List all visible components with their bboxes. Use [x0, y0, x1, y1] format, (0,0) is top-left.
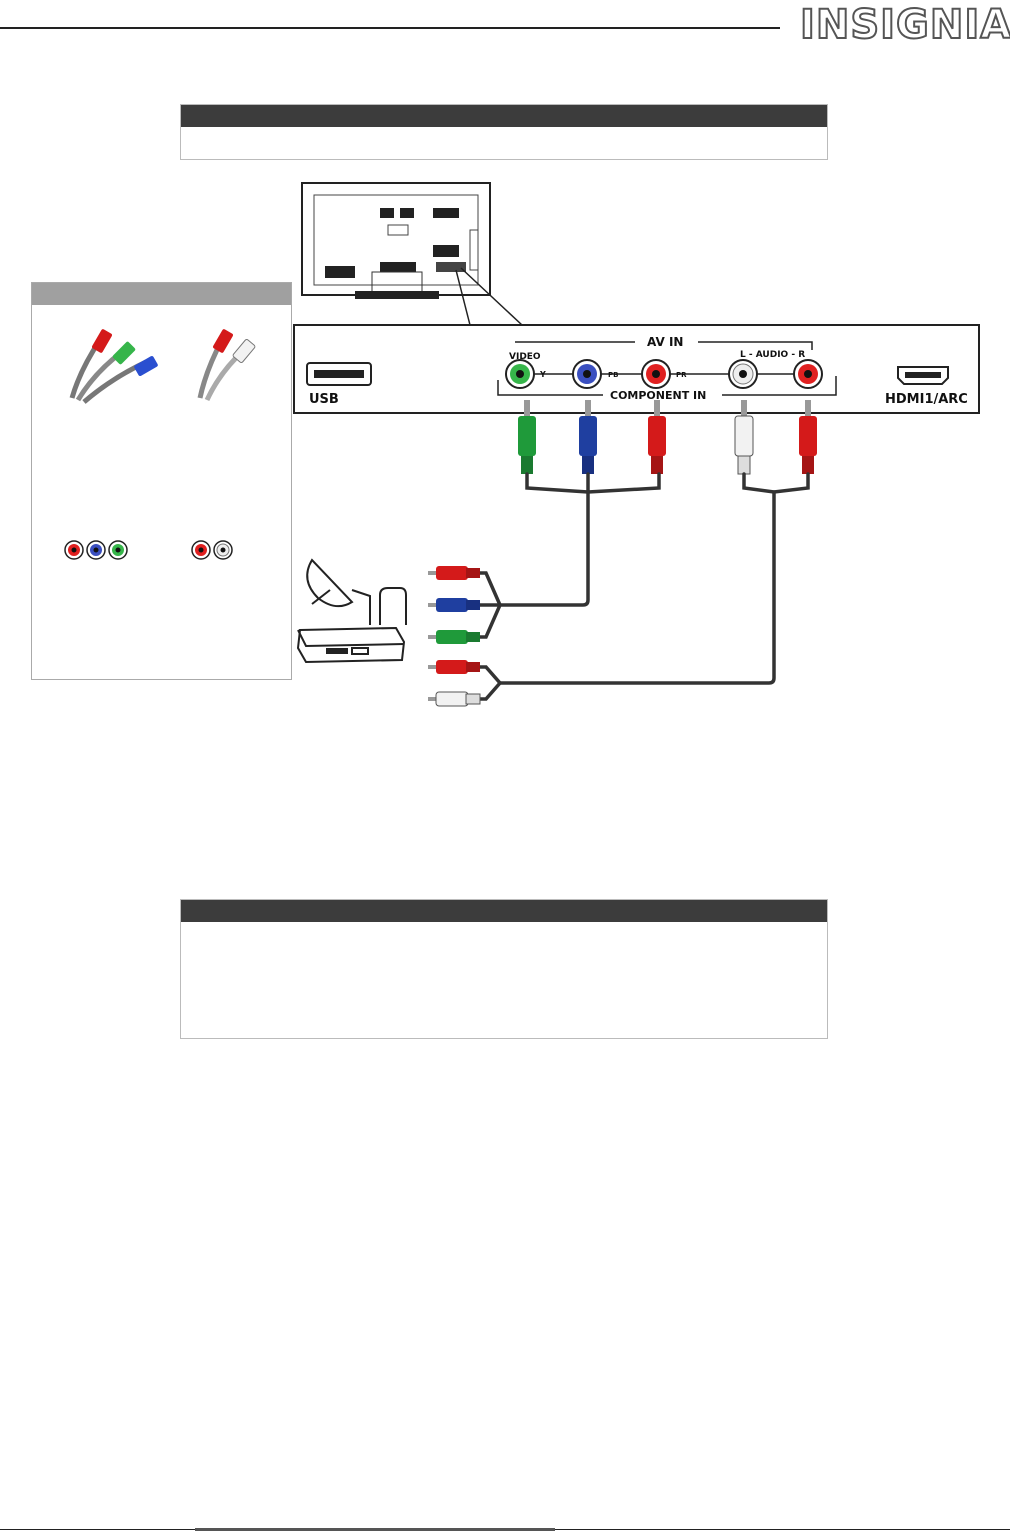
info-box-top-header: [181, 105, 827, 127]
composite-audio-cable-illustration: [197, 329, 256, 402]
plug-red-audio-source: [428, 660, 480, 674]
info-box-top: [180, 104, 828, 160]
insignia-logo: INSIGNIA: [799, 1, 1010, 49]
plug-blue-source: [428, 598, 480, 612]
jack-pb-blue: [572, 359, 602, 389]
plug-red-top: [648, 400, 666, 474]
plug-white-audio-source: [428, 691, 481, 707]
plug-green-top: [518, 400, 536, 474]
jack-audio-right-red: [793, 359, 823, 389]
component-jacks-icon: [64, 540, 128, 560]
jack-pr-red: [641, 359, 671, 389]
zoom-line-right: [460, 267, 523, 326]
component-cable-illustration: [69, 329, 158, 404]
plug-red-source: [428, 566, 480, 580]
plug-green-source: [428, 630, 480, 644]
plug-red-audio-top: [799, 400, 817, 474]
cable-legend-header: [32, 283, 291, 305]
header-rule: [0, 27, 780, 29]
satellite-receiver-icon: [296, 558, 407, 664]
connection-diagram: USB AV IN VIDEO L - AUDIO - R COMPONENT …: [64, 182, 980, 707]
tv-back-illustration: [301, 182, 491, 299]
y-label: Y: [539, 370, 546, 379]
footer-rule-accent: [195, 1528, 555, 1531]
audio-lr-label: L - AUDIO - R: [740, 350, 805, 360]
jack-audio-left-white: [728, 359, 758, 389]
plug-white-top: [734, 400, 754, 475]
hdmi-label: HDMI1/ARC: [885, 392, 968, 407]
plug-blue-top: [579, 400, 597, 474]
jack-y-green: [505, 359, 535, 389]
audio-jacks-icon: [191, 540, 233, 560]
zoom-line-left: [455, 269, 471, 326]
pr-label: PR: [676, 371, 687, 379]
connector-panel: USB AV IN VIDEO L - AUDIO - R COMPONENT …: [293, 324, 980, 414]
video-label: VIDEO: [509, 352, 541, 362]
cable-lines: [476, 472, 810, 701]
pb-label: PB: [608, 371, 618, 379]
cable-legend-panel: [31, 282, 292, 680]
usb-label: USB: [309, 392, 339, 407]
av-in-label: AV IN: [647, 335, 683, 349]
info-box-bottom: [180, 899, 828, 1039]
component-in-label: COMPONENT IN: [610, 389, 706, 402]
info-box-bottom-header: [181, 900, 827, 922]
